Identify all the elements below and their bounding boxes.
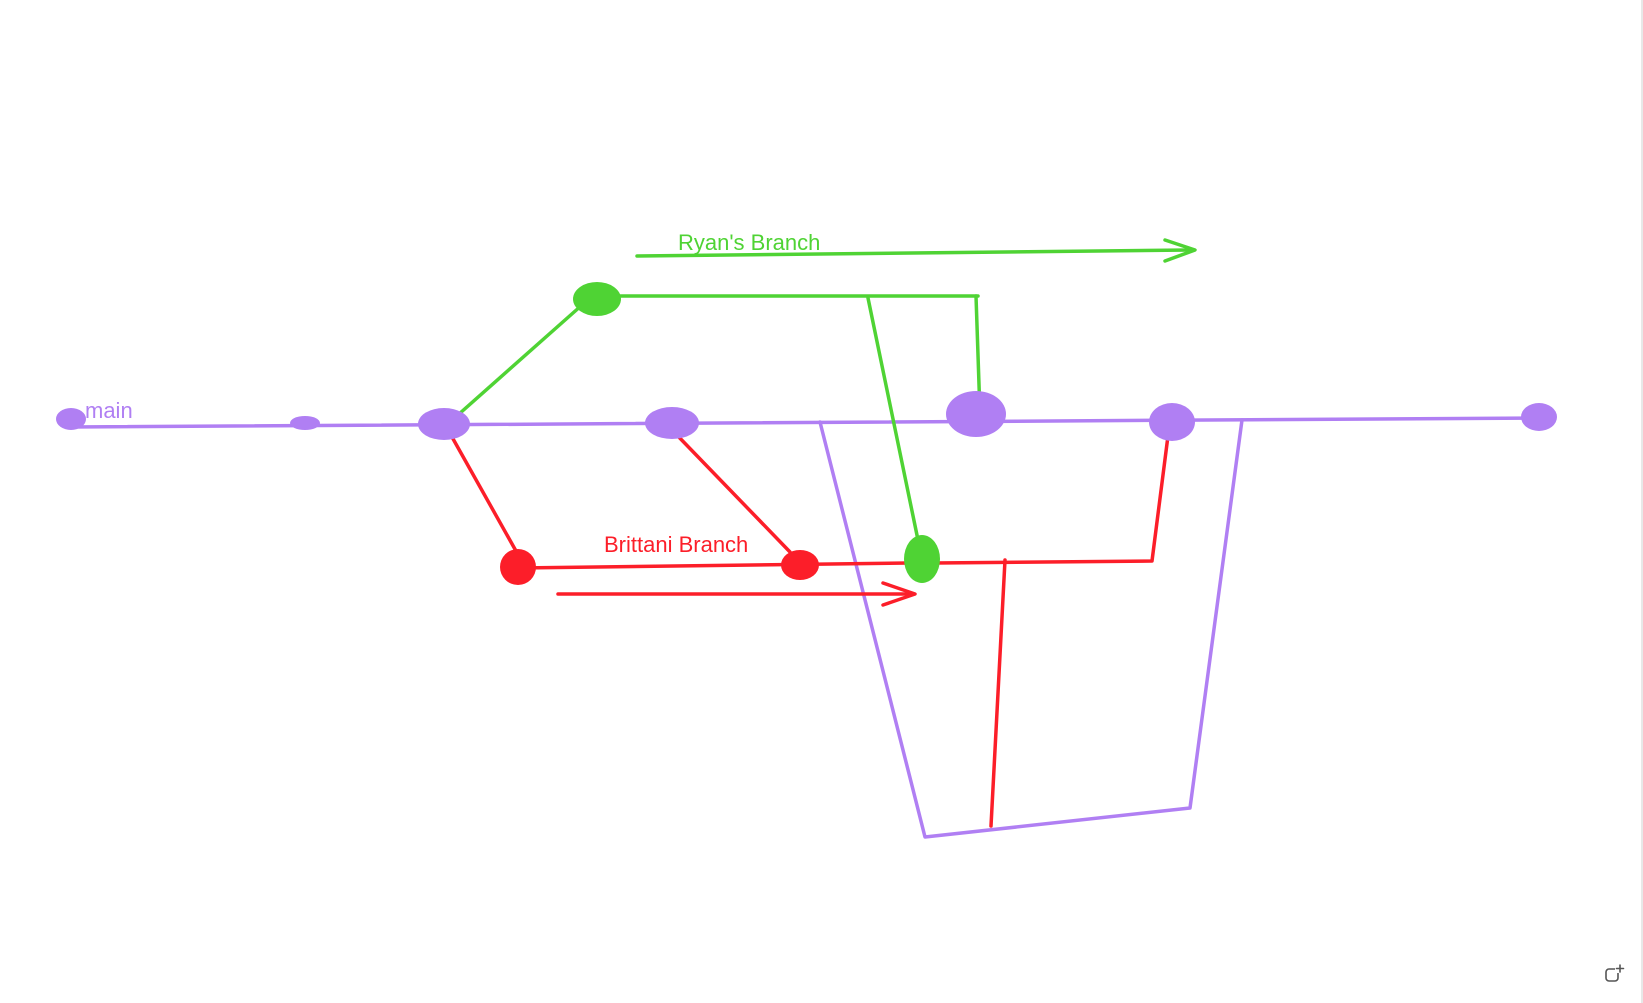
commit-node[interactable]	[781, 550, 819, 580]
commit-node[interactable]	[1521, 403, 1557, 431]
brittani-commits	[500, 549, 819, 585]
brittani-arrow-head	[881, 581, 917, 607]
ryan-branch	[448, 238, 1197, 542]
brittani-fork-line-2	[671, 429, 792, 554]
brittani-fork-line	[450, 435, 518, 553]
ryan-fork-line	[448, 303, 584, 424]
main-branch-label: main	[85, 398, 133, 423]
ryan-arrow-shaft	[635, 248, 1192, 258]
commit-node[interactable]	[904, 535, 940, 583]
ryan-commits	[573, 282, 940, 583]
commit-node[interactable]	[573, 282, 621, 316]
commit-node[interactable]	[500, 549, 536, 585]
commit-node[interactable]	[1149, 403, 1195, 441]
brittani-merge-line	[933, 426, 1171, 565]
commit-node[interactable]	[645, 407, 699, 439]
main-commits	[56, 391, 1557, 441]
commit-node[interactable]	[418, 408, 470, 440]
new-window-icon[interactable]	[1603, 963, 1625, 985]
commit-node[interactable]	[946, 391, 1006, 437]
brittani-branch	[450, 426, 1171, 828]
main-branch	[68, 416, 1542, 839]
ryan-cross-line	[866, 296, 920, 542]
canvas-edge	[1641, 0, 1643, 1003]
brittani-branch-label: Brittani Branch	[604, 532, 748, 557]
ryan-arrow-head	[1163, 238, 1197, 263]
brittani-branch-line	[516, 561, 910, 570]
ryan-branch-label: Ryan's Branch	[678, 230, 820, 255]
commit-node[interactable]	[56, 408, 86, 430]
main-merge-bracket	[818, 418, 1244, 839]
brittani-down-line	[989, 558, 1007, 828]
commit-node[interactable]	[290, 416, 320, 430]
